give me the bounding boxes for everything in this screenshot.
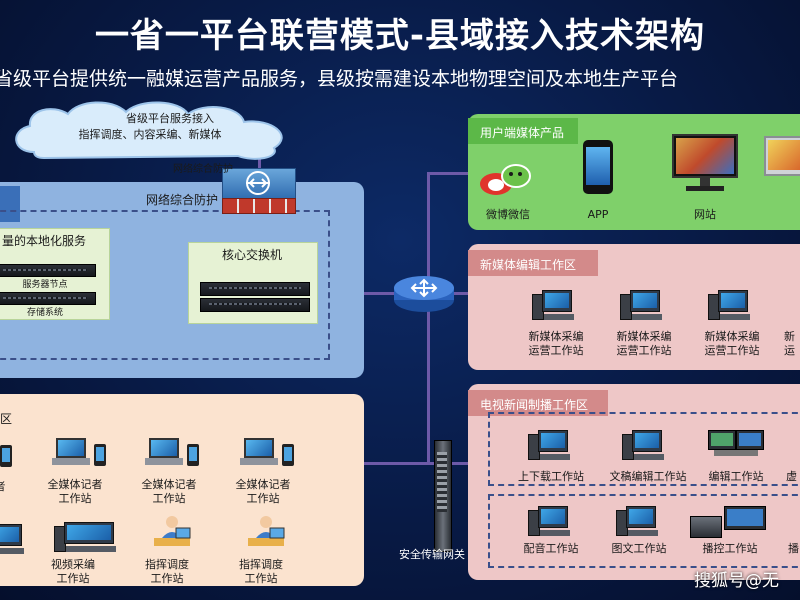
phone-icon (0, 445, 12, 467)
phone-icon (282, 444, 294, 466)
tv-zone-panel (468, 384, 800, 580)
connector-left-zone-to-gateway (350, 462, 460, 465)
cloud-label-1: 省级平台服务接入 (126, 112, 214, 125)
tv-row1-label-3: 虚 (786, 470, 797, 483)
tv-row2-label-0: 配音工作站 (523, 542, 579, 555)
user-item-label-1: APP (587, 208, 609, 221)
left-zone-title: 区 (0, 412, 13, 426)
website-monitor-icon (672, 134, 738, 194)
core-switch-unit-1 (200, 282, 310, 296)
tv-row1-label-2: 编辑工作站 (708, 470, 764, 483)
left-row2-label-3: 指挥调度 工作站 (239, 558, 283, 585)
tv-row2-label-1: 图文工作站 (611, 542, 667, 555)
operator-icon (248, 516, 285, 546)
left-row1-label-0: 者 (0, 480, 10, 494)
workstation-icon (622, 430, 668, 464)
workstation-icon (528, 430, 574, 464)
core-zone-title: 网络综合防护 (146, 193, 219, 207)
connector-core-to-router (330, 292, 430, 295)
router-icon (394, 276, 454, 312)
playout-station-icon (690, 506, 766, 538)
newmedia-item-label-3: 新 运 (784, 330, 795, 357)
tv-row1-label-1: 文稿编辑工作站 (609, 470, 687, 483)
tv-row1-label-0: 上下载工作站 (518, 470, 584, 483)
tv-zone-dashed-1 (488, 412, 800, 486)
phone-icon (187, 444, 199, 466)
user-zone-title: 用户端媒体产品 (480, 126, 565, 140)
weibo-wechat-icon (480, 164, 531, 195)
server-rack-2 (0, 292, 96, 305)
core-switch-unit-2 (200, 298, 310, 312)
server-node-label: 服务器节点 (22, 280, 68, 290)
gateway-label: 安全传输网关 (399, 548, 465, 561)
left-zone-panel (0, 394, 364, 586)
left-row2-label-1: 视频采编 工作站 (51, 558, 95, 585)
newmedia-zone-title: 新媒体编辑工作区 (480, 258, 577, 272)
workstation-icon (620, 290, 666, 324)
laptop-icon (240, 438, 278, 468)
connector-gateway-to-tv-zone (455, 462, 471, 465)
tv-zone-header (468, 390, 608, 416)
tv-zone-title: 电视新闻制播工作区 (480, 398, 589, 412)
phone-icon (94, 444, 106, 466)
cloud-icon (15, 101, 283, 160)
core-zone-dashed (0, 210, 330, 360)
workstation-icon (616, 506, 662, 540)
server-rack-1 (0, 264, 96, 277)
page-subtitle: 省级平台提供统一融媒运营产品服务，县级按需建设本地物理空间及本地生产平台 (0, 68, 679, 90)
firewall-label: 网络综合防护 (173, 164, 233, 175)
firewall (222, 168, 296, 214)
newmedia-item-label-1: 新媒体采编 运营工作站 (616, 330, 672, 357)
workstation-icon (54, 522, 120, 556)
cloud-label-2: 指挥调度、内容采编、新媒体 (78, 128, 222, 141)
newmedia-zone-header (468, 250, 598, 276)
core-zone-tab (0, 186, 20, 222)
workstation-icon (528, 506, 574, 540)
left-row1-label-3: 全媒体记者 工作站 (235, 478, 291, 505)
tv-row2-label-2: 播控工作站 (702, 542, 758, 555)
firewall-icon (246, 171, 270, 195)
newmedia-item-label-0: 新媒体采编 运营工作站 (528, 330, 584, 357)
left-row1-label-2: 全媒体记者 工作站 (141, 478, 197, 505)
left-row2-label-2: 指挥调度 工作站 (145, 558, 189, 585)
core-switch-title: 核心交换机 (222, 248, 283, 262)
tv-zone-dashed-2 (488, 494, 800, 568)
user-item-label-0: 微博微信 (486, 208, 530, 221)
user-zone-header (468, 118, 578, 144)
left-row1-label-1: 全媒体记者 工作站 (47, 478, 103, 505)
workstation-icon (532, 290, 578, 324)
laptop-icon (145, 438, 183, 468)
editing-station-icon (708, 430, 764, 460)
operator-icon (154, 516, 191, 546)
storage-label: 存储系统 (26, 308, 63, 318)
newmedia-item-label-2: 新媒体采编 运营工作站 (704, 330, 760, 357)
connector-router-vertical (427, 172, 430, 462)
connector-to-user-zone (427, 172, 471, 175)
user-item-label-2: 网站 (694, 208, 716, 221)
page-title: 一省一平台联营模式-县域接入技术架构 (94, 16, 706, 56)
app-phone-icon (583, 140, 613, 194)
watermark: 搜狐号@无 (694, 571, 779, 591)
tv-row2-label-3: 播 (788, 542, 799, 555)
laptop-icon (52, 438, 90, 468)
local-service-title: 量的本地化服务 (2, 234, 87, 248)
website-monitor-icon (764, 136, 800, 188)
security-gateway (430, 440, 454, 552)
workstation-icon (708, 290, 754, 324)
workstation-icon (0, 524, 28, 558)
